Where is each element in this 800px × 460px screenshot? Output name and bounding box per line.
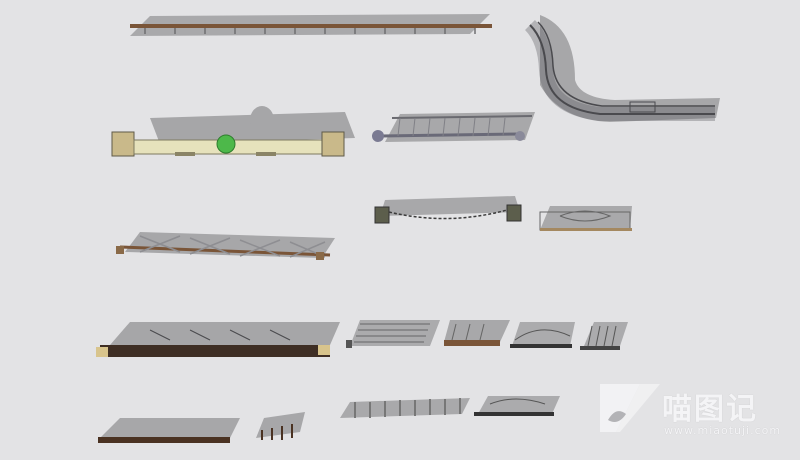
railing-slatted-panel (346, 320, 440, 348)
railing-stair-segment (256, 412, 305, 440)
railing-wood-base-panel (444, 320, 510, 346)
railing-curved-corner (524, 15, 720, 122)
railing-chain-posts (374, 196, 522, 224)
railing-metal-rounded (372, 112, 535, 142)
railing-ornamental-panel (539, 206, 632, 231)
railing-scroll-panel (474, 396, 560, 416)
railing-stone-pillars (111, 106, 355, 157)
railing-wave-panel (510, 322, 575, 348)
watermark-url: www.miaotuji.com (664, 424, 782, 437)
railing-deck-large (96, 322, 340, 357)
watermark-logo-icon (600, 384, 660, 432)
railing-wooden-x-brace (116, 232, 335, 260)
watermark-text: 喵图记 (662, 392, 758, 427)
railing-picket-fence (340, 398, 470, 418)
railing-low-wood (98, 418, 240, 443)
railing-spindle-panel (580, 322, 628, 350)
railing-long-top (130, 14, 492, 36)
